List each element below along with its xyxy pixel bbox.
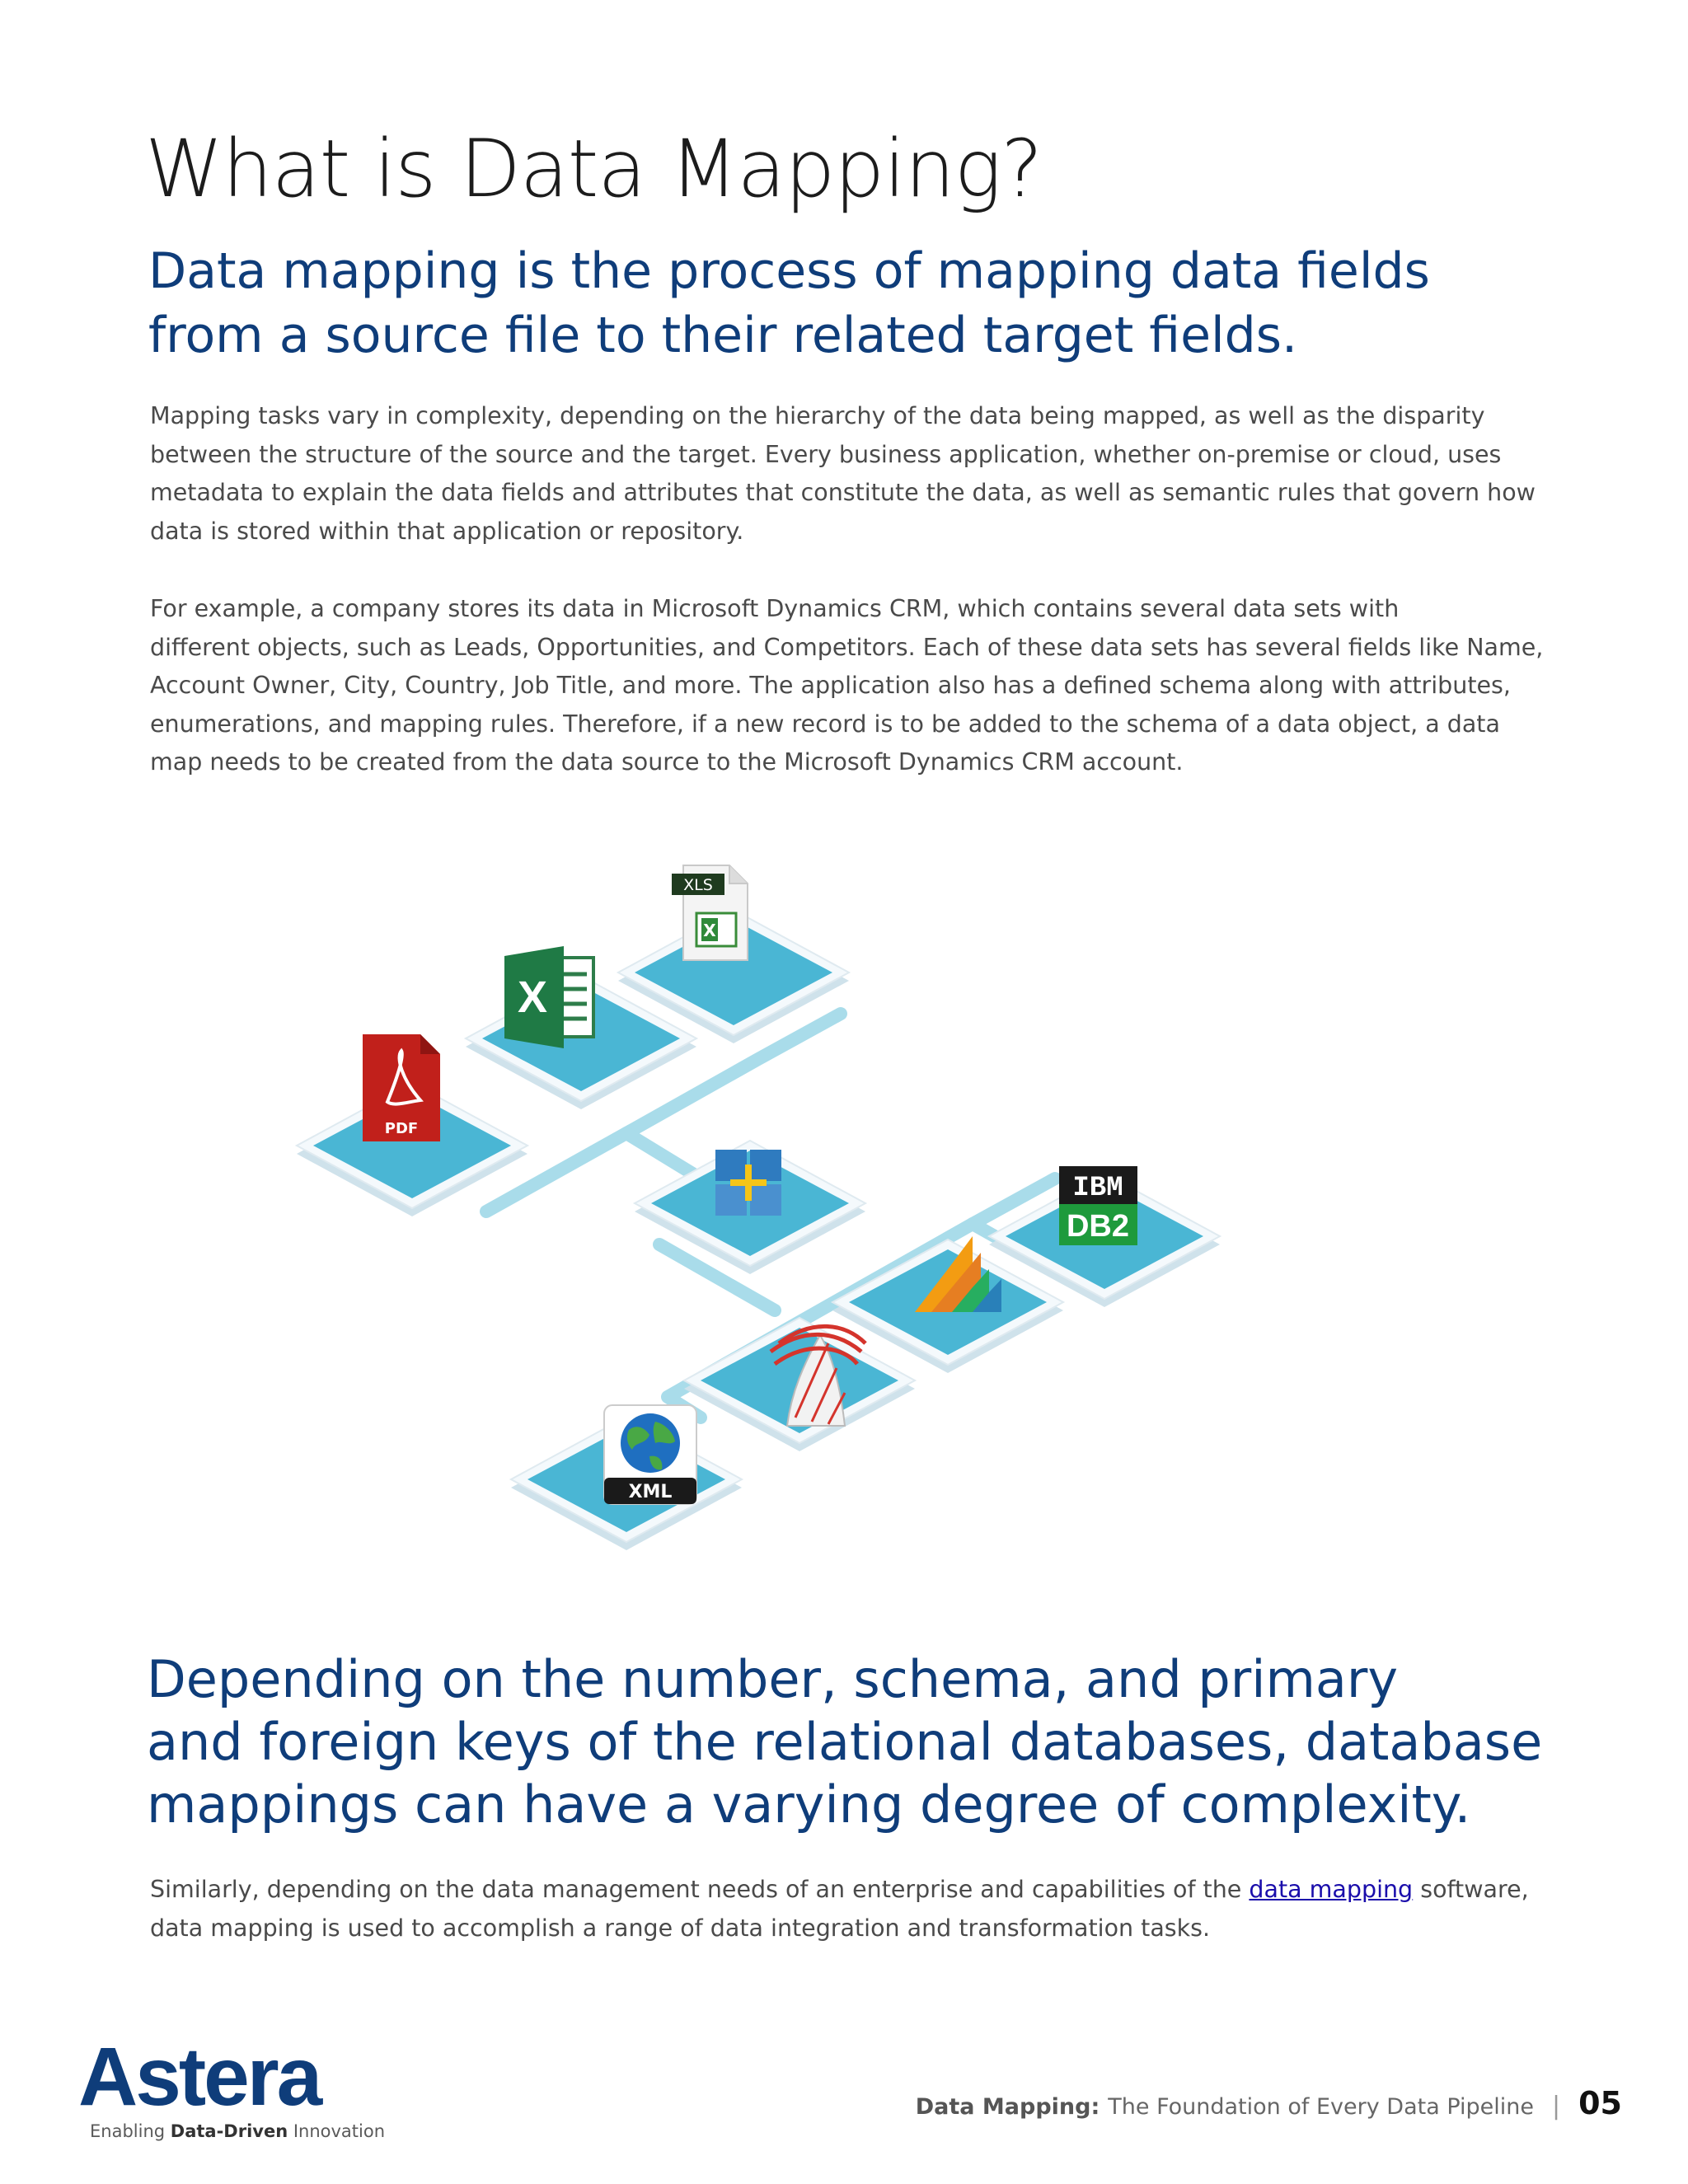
heading-line: Depending on the number, schema, and pri… [147,1649,1399,1709]
paragraph-line: between the structure of the source and … [150,440,1502,468]
astera-plus-icon [715,1150,781,1216]
paragraph-line: data is stored within that application o… [150,517,744,545]
xls-file-icon: XLS X [672,865,748,961]
paragraph-line: map needs to be created from the data so… [150,748,1184,776]
sql-server-icon [769,1324,867,1427]
subtitle-line: Data mapping is the process of mapping d… [148,242,1430,300]
footer-doc-title-bold: Data Mapping: [915,2094,1100,2120]
svg-text:IBM: IBM [1072,1173,1123,1204]
tagline-suffix: Innovation [288,2121,386,2141]
xml-globe-icon: XML [603,1404,697,1505]
tagline-prefix: Enabling [90,2121,171,2141]
svg-text:PDF: PDF [385,1120,418,1137]
example-paragraph: For example, a company stores its data i… [150,590,1544,782]
excel-icon: X [504,946,595,1048]
paragraph-line: Mapping tasks vary in complexity, depend… [150,402,1485,429]
closing-paragraph: Similarly, depending on the data managem… [150,1871,1535,1947]
paragraph-line: different objects, such as Leads, Opport… [150,633,1544,661]
page-subtitle: Data mapping is the process of mapping d… [148,239,1550,368]
ibm-db2-icon: IBM DB2 [1059,1166,1137,1245]
logo-wordmark: Astera [78,2031,322,2123]
paragraph-line: data mapping is used to accomplish a ran… [150,1914,1211,1942]
astera-logo: Astera Enabling Data-Driven Innovation [78,2036,385,2141]
heading-line: mappings can have a varying degree of co… [147,1774,1471,1835]
paragraph-line: enumerations, and mapping rules. Therefo… [150,710,1500,738]
intro-paragraph: Mapping tasks vary in complexity, depend… [150,397,1536,551]
page-footer: Data Mapping: The Foundation of Every Da… [916,2085,1622,2121]
section-heading: Depending on the number, schema, and pri… [147,1648,1597,1836]
tagline-bold: Data-Driven [170,2121,288,2141]
paragraph-line: Account Owner, City, Country, Job Title,… [150,672,1511,699]
subtitle-line: from a source file to their related targ… [148,307,1298,364]
dynamics-crm-icon [915,1236,1001,1312]
paragraph-line: metadata to explain the data fields and … [150,479,1536,506]
footer-doc-title: The Foundation of Every Data Pipeline [1108,2094,1534,2120]
data-mapping-diagram: XLS X X PDF IBM DB2 [296,865,1221,1551]
paragraph-text: software, [1413,1876,1529,1903]
pdf-icon: PDF [363,1034,440,1141]
paragraph-line: For example, a company stores its data i… [150,595,1400,622]
svg-text:XLS: XLS [683,876,713,894]
paragraph-line: Similarly, depending on the data managem… [150,1871,1535,1910]
svg-text:X: X [703,921,716,940]
data-mapping-link[interactable]: data mapping [1249,1876,1414,1903]
page-number: 05 [1578,2085,1622,2121]
svg-text:DB2: DB2 [1067,1209,1129,1244]
svg-text:X: X [518,972,547,1022]
paragraph-text: Similarly, depending on the data managem… [150,1876,1250,1903]
heading-line: and foreign keys of the relational datab… [147,1712,1543,1772]
page-title: What is Data Mapping? [145,123,1043,215]
svg-text:XML: XML [629,1482,673,1502]
logo-tagline: Enabling Data-Driven Innovation [90,2121,385,2141]
footer-separator: | [1552,2092,1561,2121]
